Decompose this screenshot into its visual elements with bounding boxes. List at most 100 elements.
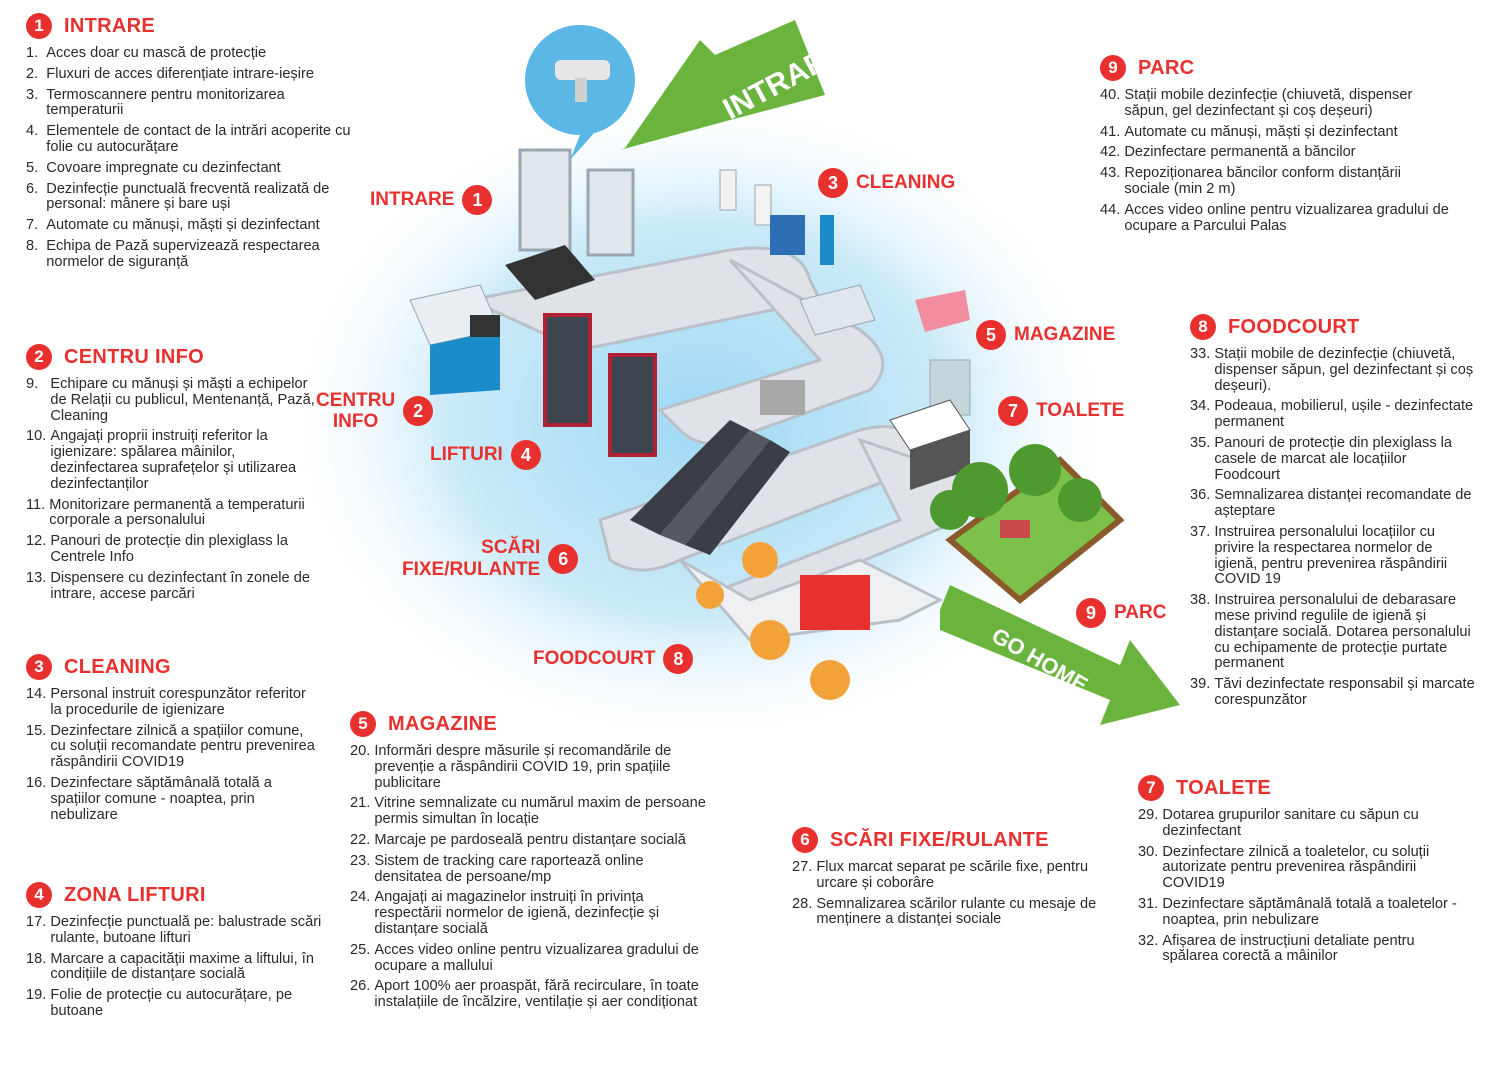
map-label-parc-text: PARC bbox=[1114, 602, 1167, 623]
map-label-magazine-text: MAGAZINE bbox=[1014, 324, 1116, 345]
list-item: 24. Angajați ai magazinelor instruiți în… bbox=[350, 889, 710, 937]
list-item-number: 7. bbox=[26, 217, 47, 234]
section-number: 6 bbox=[792, 827, 818, 853]
map-label-toalete: 7 TOALETE bbox=[998, 396, 1124, 426]
list-item: 23. Sistem de tracking care raportează o… bbox=[350, 852, 710, 886]
list-item-number: 41. bbox=[1100, 123, 1125, 140]
list-item-number: 42. bbox=[1100, 144, 1125, 161]
list-item-text: Covoare impregnate cu dezinfectant bbox=[46, 159, 281, 176]
section-title: TOALETE bbox=[1176, 776, 1272, 799]
list-item-number: 18. bbox=[26, 950, 51, 967]
section-number: 8 bbox=[1190, 314, 1216, 340]
map-label-intrare-text: INTRARE bbox=[370, 189, 455, 210]
section-number: 2 bbox=[26, 344, 52, 370]
list-item-text: Semnalizarea scărilor rulante cu mesaje … bbox=[816, 895, 1097, 928]
section-number: 5 bbox=[350, 711, 376, 737]
list-item: 31. Dezinfectare săptămânală totală a to… bbox=[1138, 896, 1468, 929]
section-items: 20. Informări despre măsurile și recoman… bbox=[350, 743, 710, 1011]
list-item-text: Personal instruit corespunzător referito… bbox=[50, 686, 306, 718]
section-title: FOODCOURT bbox=[1228, 315, 1360, 338]
map-pin-2: 2 bbox=[403, 396, 434, 426]
list-item-text: Panouri de protecție din plexiglass la C… bbox=[50, 533, 289, 565]
list-item-number: 6. bbox=[26, 180, 47, 197]
list-item-number: 33. bbox=[1190, 346, 1215, 362]
map-label-cleaning: 3 CLEANING bbox=[818, 168, 955, 198]
thermoscanner-bubble bbox=[525, 25, 635, 160]
list-item-number: 5. bbox=[26, 159, 47, 176]
section-foodcourt: 8 FOODCOURT 33. Stații mobile de dezinfec… bbox=[1190, 313, 1475, 714]
escalators bbox=[630, 420, 790, 555]
list-item-number: 20. bbox=[350, 743, 375, 759]
section-number: 1 bbox=[26, 13, 52, 39]
list-item-text: Sistem de tracking care raportează onlin… bbox=[374, 852, 644, 885]
list-item: 42. Dezinfectare permanentă a băncilor bbox=[1100, 145, 1450, 161]
list-item: 14. Personal instruit corespunzător refe… bbox=[26, 686, 316, 719]
list-item-number: 9. bbox=[26, 376, 51, 392]
section-scari: 6 SCĂRI FIXE/RULANTE 27. Flux marcat sepa… bbox=[792, 826, 1102, 933]
list-item-text: Dispensere cu dezinfectant în zonele de … bbox=[50, 569, 310, 602]
list-item-number: 30. bbox=[1138, 843, 1163, 860]
section-title: MAGAZINE bbox=[388, 712, 498, 735]
map-label-parc: 9 PARC bbox=[1076, 598, 1166, 628]
list-item: 27. Flux marcat separat pe scările fixe,… bbox=[792, 859, 1102, 892]
list-item-number: 27. bbox=[792, 859, 817, 875]
cleaning-crew bbox=[719, 169, 834, 265]
section-title: SCĂRI FIXE/RULANTE bbox=[830, 828, 1049, 851]
list-item-text: Echipare cu mănuși și măști a echipelor … bbox=[50, 376, 315, 424]
list-item: 30. Dezinfectare zilnică a toaletelor, c… bbox=[1138, 843, 1468, 892]
list-item: 33. Stații mobile de dezinfecție (chiuve… bbox=[1190, 346, 1475, 394]
list-item: 22. Marcaje pe pardoseală pentru distanț… bbox=[350, 831, 710, 849]
list-item: 41. Automate cu mănuși, măști și dezinfe… bbox=[1100, 123, 1450, 141]
list-item-text: Dezinfectare zilnică a spațiilor comune,… bbox=[50, 722, 315, 771]
list-item-number: 32. bbox=[1138, 932, 1163, 949]
map-label-scari-text-2: FIXE/RULANTE bbox=[402, 559, 541, 580]
list-item: 8. Echipa de Pază supervizează respectar… bbox=[26, 238, 356, 271]
list-item: 12. Panouri de protecție din plexiglass … bbox=[26, 533, 326, 566]
list-item: 11. Monitorizare permanentă a temperatur… bbox=[26, 496, 326, 530]
list-item-text: Dotarea grupurilor sanitare cu săpun cu … bbox=[1162, 807, 1419, 839]
map-label-foodcourt: FOODCOURT 8 bbox=[533, 644, 694, 674]
list-item-text: Informări despre măsurile și recomandări… bbox=[374, 743, 672, 791]
list-item-number: 44. bbox=[1100, 201, 1125, 218]
list-item-text: Termoscannere pentru monitorizarea tempe… bbox=[46, 86, 285, 119]
list-item-number: 35. bbox=[1190, 434, 1215, 451]
list-item: 21. Vitrine semnalizate cu numărul maxim… bbox=[350, 796, 710, 828]
list-item-number: 36. bbox=[1190, 487, 1215, 504]
list-item-number: 12. bbox=[26, 533, 51, 550]
list-item: 38. Instruirea personalului de debarasar… bbox=[1190, 592, 1475, 672]
list-item: 6. Dezinfecție punctuală frecventă reali… bbox=[26, 180, 356, 214]
list-item-text: Flux marcat separat pe scările fixe, pen… bbox=[816, 859, 1089, 891]
info-desk bbox=[409, 284, 501, 395]
list-item: 17. Dezinfecție punctuală pe: balustrade… bbox=[26, 914, 326, 947]
mall-map-svg: INTRARE bbox=[280, 20, 1180, 750]
list-item-number: 37. bbox=[1190, 523, 1215, 540]
map-label-cleaning-text: CLEANING bbox=[856, 172, 956, 193]
map-label-magazine: 5 MAGAZINE bbox=[976, 320, 1115, 350]
list-item-number: 34. bbox=[1190, 398, 1215, 415]
list-item-number: 3. bbox=[26, 86, 47, 103]
list-item-text: Stații mobile de dezinfecție (chiuvetă, … bbox=[1214, 346, 1474, 394]
list-item: 16. Dezinfectare săptămânală totală a sp… bbox=[26, 775, 316, 823]
section-items: 17. Dezinfecție punctuală pe: balustrade… bbox=[26, 914, 326, 1020]
list-item-number: 40. bbox=[1100, 87, 1125, 103]
map-pin-7: 7 bbox=[998, 396, 1028, 426]
list-item-number: 21. bbox=[350, 795, 375, 812]
section-title: CENTRU INFO bbox=[64, 345, 204, 368]
list-item: 26. Aport 100% aer proaspăt, fără recirc… bbox=[350, 979, 710, 1011]
list-item-number: 11. bbox=[26, 496, 50, 513]
list-item-text: Dezinfectare zilnică a toaletelor, cu so… bbox=[1162, 843, 1430, 892]
list-item-number: 19. bbox=[26, 987, 51, 1004]
list-item: 3. Termoscannere pentru monitorizarea te… bbox=[26, 86, 356, 120]
list-item-text: Marcare a capacității maxime a liftului,… bbox=[50, 950, 314, 983]
list-item: 13. Dispensere cu dezinfectant în zonele… bbox=[26, 569, 326, 603]
entrance-doors bbox=[505, 148, 635, 300]
list-item-text: Acces video online pentru vizualizarea g… bbox=[374, 941, 699, 974]
list-item-text: Dezinfecție punctuală frecventă realizat… bbox=[46, 180, 330, 213]
list-item-text: Panouri de protecție din plexiglass la c… bbox=[1214, 434, 1453, 483]
map-label-centru-info: CENTRU INFO 2 bbox=[316, 390, 434, 432]
section-items: 40. Stații mobile dezinfecție (chiuvetă,… bbox=[1100, 87, 1450, 234]
list-item-number: 22. bbox=[350, 831, 375, 848]
list-item-number: 24. bbox=[350, 889, 375, 906]
